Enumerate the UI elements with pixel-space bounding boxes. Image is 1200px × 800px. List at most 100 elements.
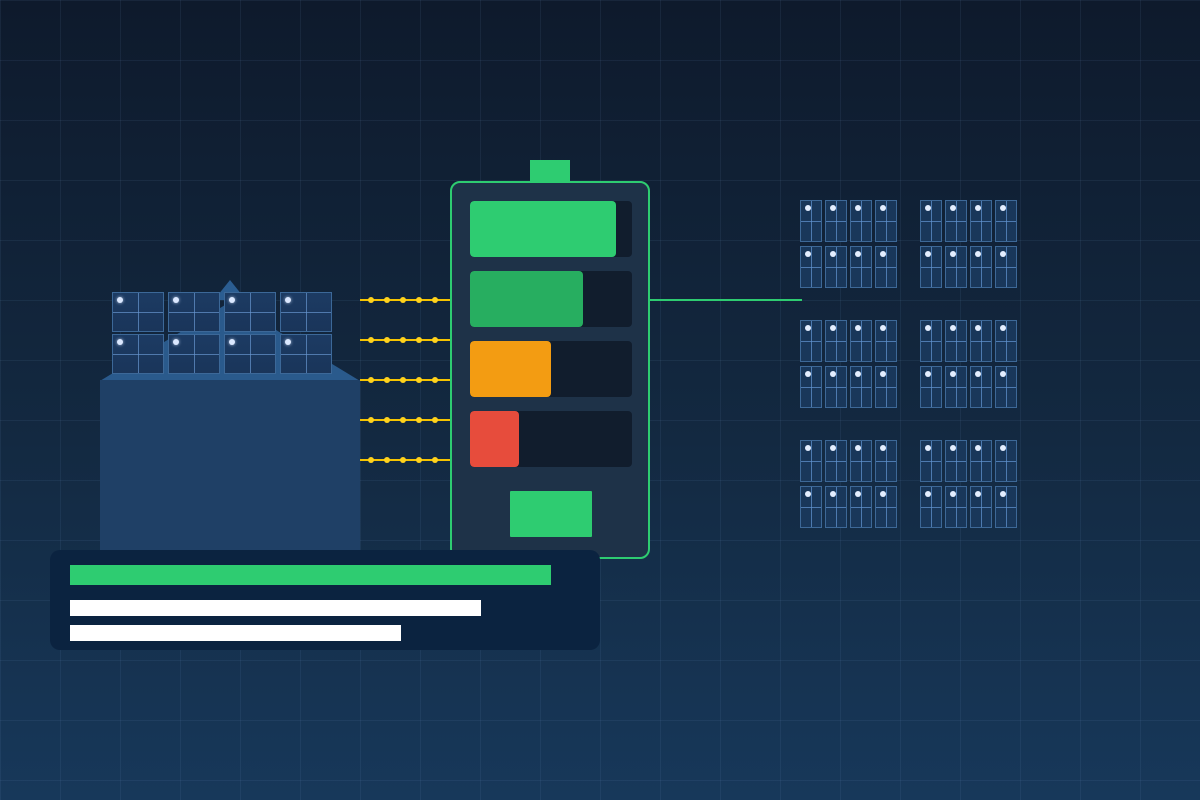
panel-light-icon — [925, 371, 931, 377]
panel-light-icon — [950, 251, 956, 257]
battery-level-fill — [470, 341, 551, 397]
solar-array-cluster — [920, 440, 1018, 528]
panel-light-icon — [805, 371, 811, 377]
solar-panel-icon — [850, 200, 872, 242]
panel-light-icon — [830, 325, 836, 331]
battery-icon — [450, 181, 650, 559]
solar-panel-icon — [825, 320, 847, 362]
solar-array-cluster — [920, 320, 1018, 408]
panel-light-icon — [1000, 205, 1006, 211]
panel-light-icon — [173, 339, 179, 345]
power-wire-icon — [360, 337, 450, 343]
summary-white-bar — [70, 625, 401, 641]
panel-light-icon — [950, 325, 956, 331]
panel-light-icon — [855, 205, 861, 211]
solar-panel-icon — [850, 320, 872, 362]
panel-light-icon — [117, 339, 123, 345]
panel-light-icon — [830, 445, 836, 451]
solar-panel-icon — [945, 200, 967, 242]
battery-status-block — [510, 491, 592, 537]
panel-light-icon — [925, 445, 931, 451]
mini-panel-grid — [800, 200, 898, 288]
panel-light-icon — [805, 491, 811, 497]
panel-light-icon — [855, 445, 861, 451]
panel-light-icon — [880, 445, 886, 451]
battery-connection-line — [650, 299, 802, 301]
panel-light-icon — [975, 371, 981, 377]
panel-light-icon — [1000, 371, 1006, 377]
solar-panel-icon — [825, 440, 847, 482]
solar-panel-icon — [995, 440, 1017, 482]
solar-panel-icon — [920, 440, 942, 482]
panel-light-icon — [880, 251, 886, 257]
solar-panel-icon — [920, 320, 942, 362]
panel-light-icon — [830, 205, 836, 211]
solar-panel-icon — [970, 366, 992, 408]
battery-level-track — [470, 271, 632, 327]
roof-solar-panels — [112, 292, 344, 384]
battery-cap — [530, 160, 570, 182]
solar-panel-icon — [112, 334, 164, 374]
solar-panel-icon — [850, 486, 872, 528]
solar-panel-icon — [280, 292, 332, 332]
solar-panel-icon — [112, 292, 164, 332]
solar-panel-icon — [945, 320, 967, 362]
panel-light-icon — [1000, 251, 1006, 257]
mini-panel-grid — [920, 440, 1018, 528]
solar-panel-icon — [945, 440, 967, 482]
solar-array-cluster — [800, 320, 898, 408]
panel-light-icon — [855, 491, 861, 497]
solar-panel-icon — [970, 486, 992, 528]
solar-panel-icon — [825, 366, 847, 408]
mini-panel-grid — [800, 440, 898, 528]
solar-panel-icon — [800, 200, 822, 242]
panel-light-icon — [925, 491, 931, 497]
mini-panel-grid — [800, 320, 898, 408]
solar-panel-icon — [875, 440, 897, 482]
panel-light-icon — [950, 445, 956, 451]
panel-light-icon — [950, 371, 956, 377]
panel-light-icon — [805, 205, 811, 211]
power-wire-icon — [360, 417, 450, 423]
solar-panel-icon — [970, 440, 992, 482]
solar-panel-icon — [970, 320, 992, 362]
solar-panel-icon — [800, 366, 822, 408]
summary-green-bar — [70, 565, 551, 585]
panel-light-icon — [880, 371, 886, 377]
panel-light-icon — [880, 491, 886, 497]
solar-panel-icon — [850, 440, 872, 482]
solar-panel-icon — [800, 246, 822, 288]
house-with-solar-roof — [84, 280, 376, 550]
panel-light-icon — [880, 325, 886, 331]
solar-panel-icon — [945, 366, 967, 408]
solar-array-cluster — [800, 200, 898, 288]
summary-card — [50, 550, 600, 650]
solar-panel-icon — [168, 334, 220, 374]
solar-array-cluster — [800, 440, 898, 528]
solar-panel-icon — [825, 486, 847, 528]
battery-level-track — [470, 201, 632, 257]
solar-panel-icon — [800, 486, 822, 528]
panel-light-icon — [830, 491, 836, 497]
mini-panel-grid — [920, 320, 1018, 408]
solar-panel-icon — [945, 486, 967, 528]
solar-panel-icon — [800, 320, 822, 362]
solar-panel-icon — [800, 440, 822, 482]
solar-panel-icon — [920, 200, 942, 242]
panel-light-icon — [805, 251, 811, 257]
panel-light-icon — [925, 325, 931, 331]
panel-light-icon — [880, 205, 886, 211]
panel-light-icon — [950, 491, 956, 497]
solar-array-cluster — [920, 200, 1018, 288]
solar-panel-icon — [920, 486, 942, 528]
solar-panel-icon — [224, 292, 276, 332]
solar-panel-icon — [875, 246, 897, 288]
solar-panel-icon — [280, 334, 332, 374]
panel-light-icon — [117, 297, 123, 303]
mini-panel-grid — [920, 200, 1018, 288]
solar-panel-icon — [825, 200, 847, 242]
panel-light-icon — [975, 491, 981, 497]
solar-panel-icon — [945, 246, 967, 288]
panel-light-icon — [1000, 491, 1006, 497]
